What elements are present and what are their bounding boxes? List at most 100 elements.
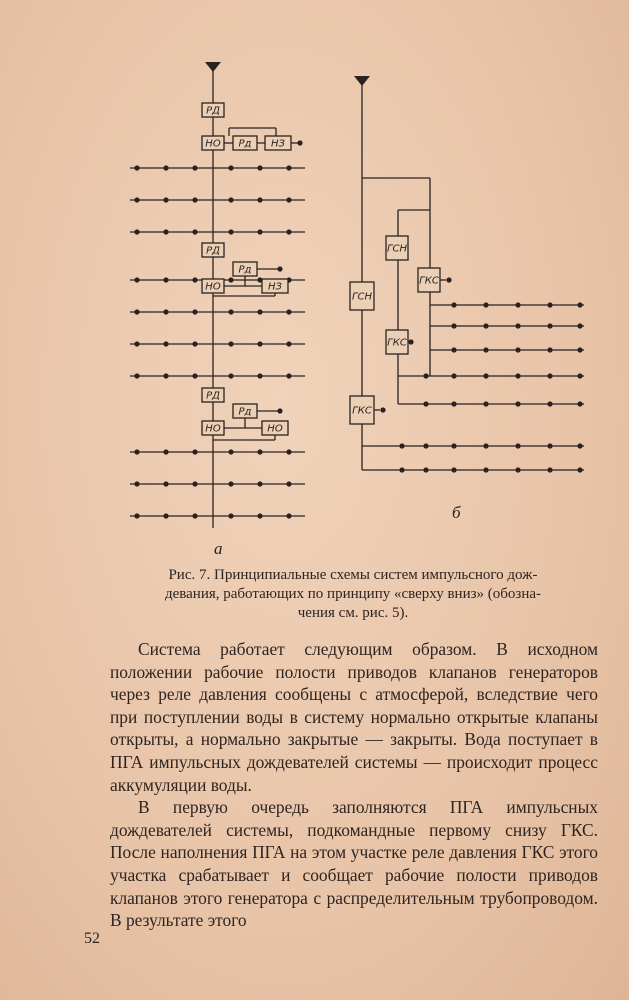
sprinkler-dot — [451, 347, 457, 353]
sprinkler-dot — [483, 401, 489, 407]
scheme-a-lines — [130, 62, 305, 528]
pressure-relay-box — [232, 135, 258, 151]
sprinkler-dot — [577, 347, 583, 353]
sprinkler-dot — [277, 408, 283, 414]
page-number: 52 — [84, 930, 100, 947]
rd-valve-box — [201, 387, 225, 403]
sprinkler-dot — [423, 467, 429, 473]
sprinkler-dot — [577, 323, 583, 329]
rd-valve-label: РД — [206, 246, 220, 257]
sprinkler-dot — [192, 449, 198, 455]
sprinkler-dot — [547, 443, 553, 449]
sprinkler-dot — [134, 165, 140, 171]
sprinkler-dot — [134, 277, 140, 283]
sprinkler-dot — [515, 443, 521, 449]
sprinkler-dot — [192, 341, 198, 347]
gsn-generator-left-label: ГСН — [352, 292, 373, 303]
no-valve-box — [201, 278, 225, 294]
paragraph-1: Система работает следующим образом. В ис… — [110, 639, 598, 795]
sprinkler-dot — [286, 341, 292, 347]
sprinkler-dot — [451, 467, 457, 473]
body-text: Система работает следующим образом. В ис… — [110, 638, 598, 932]
sprinkler-dot — [577, 302, 583, 308]
gks-generator-top-label: ГКС — [419, 276, 439, 287]
sprinkler-dot — [547, 401, 553, 407]
sprinkler-dot — [228, 229, 234, 235]
sprinkler-dot — [163, 277, 169, 283]
rd-valve-label: РД — [206, 391, 220, 402]
sprinkler-dot — [228, 449, 234, 455]
sprinkler-dot — [577, 443, 583, 449]
sprinkler-dot — [515, 323, 521, 329]
sprinkler-dot — [547, 373, 553, 379]
sprinkler-dot — [257, 481, 263, 487]
sprinkler-dot — [515, 347, 521, 353]
sprinkler-dot — [515, 401, 521, 407]
gks-generator-bottom-box — [349, 395, 375, 425]
sprinkler-dot — [483, 302, 489, 308]
no-valve-label: НО — [205, 282, 221, 293]
sublabel-b: б — [452, 503, 461, 522]
sprinkler-dot — [515, 302, 521, 308]
sprinkler-dot — [380, 407, 386, 413]
sprinkler-dot — [286, 229, 292, 235]
sprinkler-dot — [228, 197, 234, 203]
sprinkler-dot — [192, 513, 198, 519]
paragraph-2: В первую очередь заполняются ПГА импульс… — [110, 797, 598, 931]
caption-line-2: девания, работающих по принципу «сверху … — [164, 586, 542, 602]
sprinkler-dot — [192, 481, 198, 487]
sprinkler-dot — [228, 373, 234, 379]
pressure-relay-label: Рд — [239, 265, 252, 276]
sprinkler-dot — [297, 140, 303, 146]
sprinkler-dot — [163, 481, 169, 487]
no-valve-2-label: НО — [267, 424, 283, 435]
pressure-relay-box — [232, 261, 258, 277]
nz-valve-box — [261, 278, 289, 294]
sublabel-a: а — [214, 539, 223, 558]
sprinkler-dot — [163, 513, 169, 519]
sprinkler-dot — [257, 229, 263, 235]
sprinkler-dot — [451, 401, 457, 407]
sprinkler-dot — [408, 339, 414, 345]
sprinkler-dot — [286, 165, 292, 171]
sprinkler-dot — [277, 266, 283, 272]
caption-line-1: Рис. 7. Принципиальные схемы систем импу… — [168, 567, 538, 583]
sprinkler-dot — [577, 373, 583, 379]
sprinkler-dot — [228, 309, 234, 315]
sprinkler-dot — [483, 323, 489, 329]
gks-generator-top-box — [417, 267, 441, 293]
gks-generator-bottom-label: ГКС — [352, 406, 372, 417]
pressure-relay-label: Рд — [239, 407, 252, 418]
sprinkler-dot — [577, 401, 583, 407]
sprinkler-dot — [134, 373, 140, 379]
sprinkler-dot — [257, 309, 263, 315]
sprinkler-dot — [446, 277, 452, 283]
sprinkler-dot — [134, 309, 140, 315]
rd-valve-box — [201, 102, 225, 118]
sprinkler-dot — [228, 165, 234, 171]
sprinkler-dot — [423, 373, 429, 379]
no-valve-label: НО — [205, 139, 221, 150]
nz-valve-label: НЗ — [271, 139, 286, 150]
sprinkler-dot — [134, 481, 140, 487]
gks-generator-mid-label: ГКС — [387, 338, 407, 349]
sprinkler-dot — [451, 323, 457, 329]
sprinkler-dot — [192, 277, 198, 283]
sprinkler-dot — [192, 197, 198, 203]
sprinkler-dot — [547, 323, 553, 329]
rd-valve-label: РД — [206, 106, 220, 117]
pressure-relay-box — [232, 403, 258, 419]
sprinkler-dot — [257, 277, 263, 283]
sprinkler-dot — [286, 309, 292, 315]
sprinkler-dot — [163, 449, 169, 455]
sprinkler-dot — [134, 197, 140, 203]
gks-generator-mid-box — [385, 329, 409, 355]
sprinkler-dot — [163, 373, 169, 379]
gsn-generator-right-label: ГСН — [387, 244, 408, 255]
sprinkler-dot — [228, 277, 234, 283]
sprinkler-dot — [286, 481, 292, 487]
sprinkler-dot — [163, 229, 169, 235]
